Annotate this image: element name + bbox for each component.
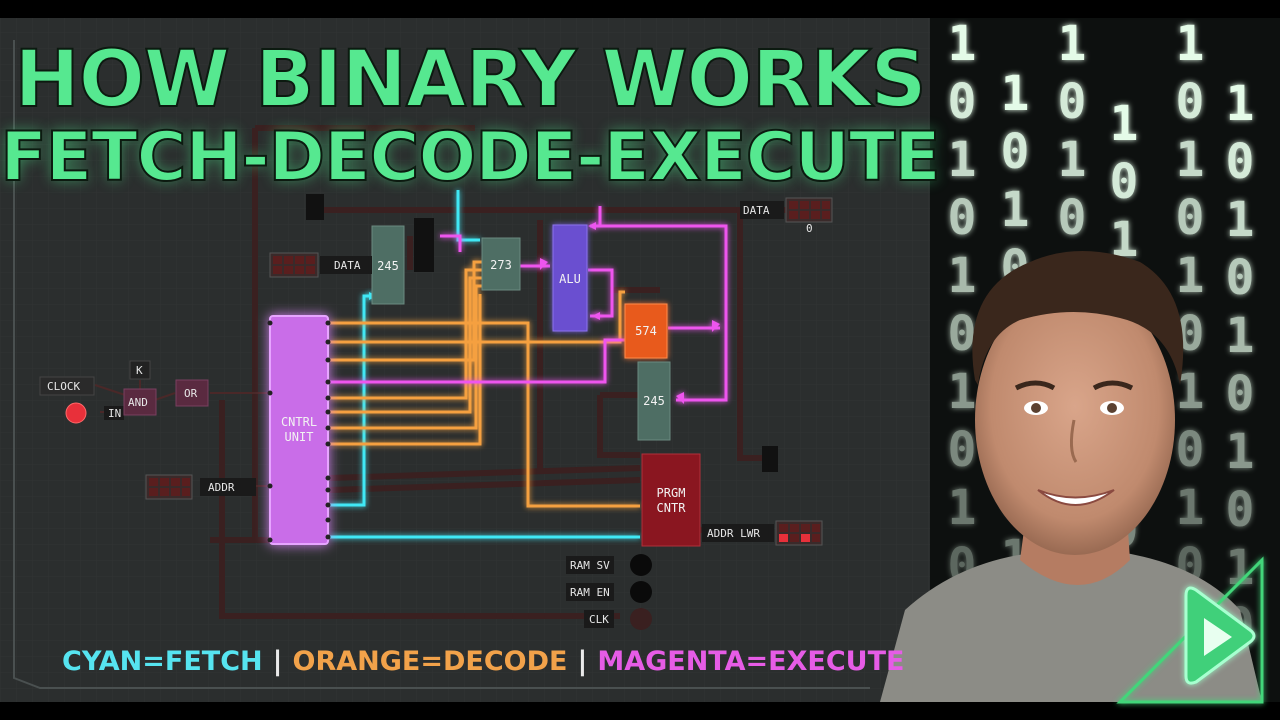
program-counter-label-2: CNTR <box>657 501 687 515</box>
data-output-connector-right <box>740 197 833 223</box>
faint-number-label: 2 <box>486 158 493 171</box>
legend-fetch: CYAN=FETCH <box>62 646 263 677</box>
addr-label: ADDR <box>208 481 235 494</box>
data-input-connector-left <box>269 252 372 278</box>
binary-digit: 1 <box>1176 480 1205 536</box>
clock-label: CLOCK <box>47 380 80 393</box>
chip-245-top-label: 245 <box>377 259 399 273</box>
binary-digit: 1 <box>1176 248 1205 304</box>
addr-lower-label: ADDR LWR <box>707 527 760 540</box>
program-counter-label-1: PRGM <box>657 486 686 500</box>
binary-digit: 0 <box>1058 190 1087 246</box>
chip-273-label: 273 <box>490 258 512 272</box>
binary-digit: 0 <box>1176 74 1205 130</box>
binary-digit: 1 <box>1226 76 1255 132</box>
frame-outline <box>13 40 870 689</box>
program-counter-chip <box>641 453 701 547</box>
decode-traces <box>330 260 640 508</box>
chip-245-bottom <box>637 361 671 441</box>
binary-digit: 1 <box>1058 16 1087 72</box>
chip-574-label: 574 <box>635 324 657 338</box>
binary-digit: 1 <box>948 16 977 72</box>
alu-chip <box>552 224 588 332</box>
binary-digit: 0 <box>1058 74 1087 130</box>
chip-273 <box>481 237 521 291</box>
title-line-1: HOW BINARY WORKS <box>13 34 927 126</box>
binary-digit: 1 <box>1176 16 1205 72</box>
binary-digit: 1 <box>1110 96 1139 152</box>
cntrl-unit-label-2: UNIT <box>285 430 314 444</box>
binary-digit: 1 <box>1058 132 1087 188</box>
bus-terminal-right <box>762 446 778 472</box>
address-connector <box>145 474 256 500</box>
ram-en-indicator <box>630 581 652 603</box>
data-left-label: DATA <box>334 259 361 272</box>
binary-digit: 1 <box>1226 424 1255 480</box>
legend-separator: | <box>272 646 283 677</box>
binary-digit: 1 <box>1001 66 1030 122</box>
k-label: K <box>136 364 143 377</box>
clk-label: CLK <box>589 613 609 626</box>
or-gate-label: OR <box>184 387 198 400</box>
binary-digit: 0 <box>948 74 977 130</box>
and-gate <box>123 388 157 416</box>
binary-digit: 1 <box>948 248 977 304</box>
ram-sv-label: RAM SV <box>570 559 610 572</box>
data-right-label: DATA <box>743 204 770 217</box>
data-right-value: 0 <box>806 222 813 235</box>
chip-245-bottom-label: 245 <box>643 394 665 408</box>
title-line-2: FETCH-DECODE-EXECUTE <box>0 117 942 198</box>
chip-245-top <box>371 225 405 305</box>
legend-execute: MAGENTA=EXECUTE <box>597 646 905 677</box>
binary-digit: 0 <box>1226 482 1255 538</box>
binary-digit: 0 <box>1226 250 1255 306</box>
binary-digit: 1 <box>1001 182 1030 238</box>
legend-separator: | <box>577 646 588 677</box>
k-block <box>129 360 151 380</box>
cntrl-unit-label-1: CNTRL <box>281 415 317 429</box>
binary-digit: 0 <box>1176 422 1205 478</box>
ram-sv-indicator <box>630 554 652 576</box>
binary-digit: 1 <box>1226 540 1255 596</box>
alu-label: ALU <box>559 272 581 286</box>
presenter-photo <box>880 251 1262 702</box>
binary-digit: 0 <box>1110 154 1139 210</box>
in-label: IN <box>108 407 121 420</box>
binary-digit: 0 <box>1226 366 1255 422</box>
binary-digit: 1 <box>948 480 977 536</box>
binary-digit: 1 <box>1226 192 1255 248</box>
binary-digit: 1 <box>948 132 977 188</box>
binary-digit: 0 <box>948 190 977 246</box>
binary-digit: 0 <box>1176 190 1205 246</box>
ram-en-label: RAM EN <box>570 586 610 599</box>
binary-digit: 1 <box>948 364 977 420</box>
binary-digit: 0 <box>1001 124 1030 180</box>
address-lower-connector <box>702 520 823 546</box>
color-legend: CYAN=FETCH | ORANGE=DECODE | MAGENTA=EXECUTE <box>62 646 904 677</box>
binary-digit: 0 <box>948 306 977 362</box>
input-button-icon <box>65 402 87 424</box>
clock-block <box>39 376 95 396</box>
binary-digit: 1 <box>1226 308 1255 364</box>
play-triangle-icon <box>1116 556 1264 704</box>
binary-digit: 1 <box>1176 132 1205 188</box>
bus-terminal-left <box>306 194 324 220</box>
clk-indicator <box>630 608 652 630</box>
binary-digit: 0 <box>1226 134 1255 190</box>
chip-574 <box>624 303 668 359</box>
binary-digit: 0 <box>948 422 977 478</box>
or-gate <box>175 379 209 407</box>
execute-traces <box>330 206 728 402</box>
and-gate-label: AND <box>128 396 148 409</box>
legend-decode: ORANGE=DECODE <box>292 646 568 677</box>
